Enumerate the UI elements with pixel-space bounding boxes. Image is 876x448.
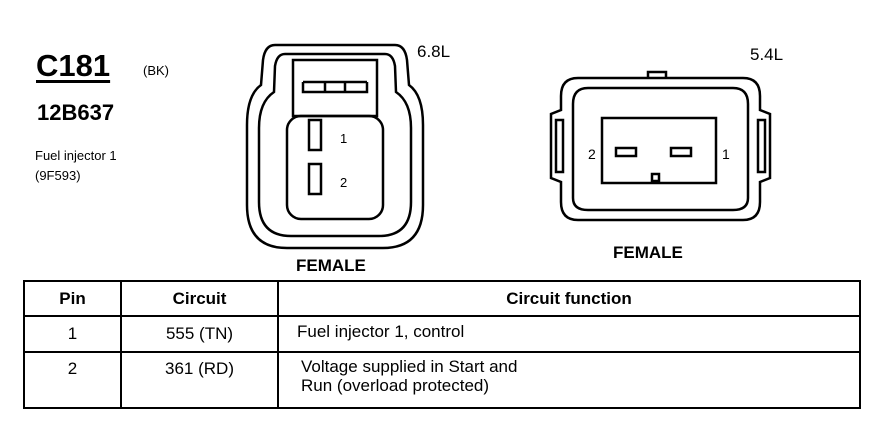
terminal-face: [285, 114, 385, 221]
function-value: Fuel injector 1, control: [297, 322, 465, 341]
terminal-slot-2: [307, 162, 323, 196]
pin-value: 1: [67, 324, 78, 343]
terminal-slot-2: [614, 146, 638, 158]
housing-outer: [549, 76, 772, 222]
terminal-slot-1: [669, 146, 693, 158]
function-cell: Fuel injector 1, control: [277, 315, 861, 353]
connector-description: Fuel injector 1: [35, 148, 117, 163]
engine-label-6-8l: 6.8L: [417, 42, 451, 61]
pin-cell: 1: [23, 315, 122, 353]
header-circuit-function: Circuit function: [277, 280, 861, 317]
header-circuit: Circuit: [120, 280, 279, 317]
pin-label-2: 2: [340, 175, 347, 190]
gender-label-6-8l: FEMALE: [296, 256, 366, 275]
locking-tab: [291, 58, 379, 118]
pin-cell: 2: [23, 351, 122, 409]
pin-label-1: 1: [340, 131, 347, 146]
part-number: 12B637: [37, 100, 115, 125]
gender-label-5-4l: FEMALE: [613, 243, 683, 262]
function-value-line1: Voltage supplied in Start and: [301, 357, 518, 376]
housing-inner: [257, 52, 413, 238]
pin-label-2: 2: [588, 146, 596, 162]
circuit-cell: 361 (RD): [120, 351, 279, 409]
pin-value: 2: [67, 359, 78, 378]
circuit-value: 555 (TN): [165, 324, 234, 343]
circuit-value: 361 (RD): [165, 359, 234, 378]
function-cell: Voltage supplied in Start and Run (overl…: [277, 351, 861, 409]
polarity-notch: [650, 172, 661, 183]
connector-face-6-8l: 1 2: [245, 43, 425, 250]
connector-id: C181: [36, 48, 111, 83]
engine-label-5-4l: 5.4L: [750, 45, 784, 64]
table-row: 1 555 (TN) Fuel injector 1, control: [23, 315, 861, 353]
locking-tab-inner: [301, 82, 369, 94]
pin-circuit-table: Pin Circuit Circuit function 1 555 (TN) …: [23, 280, 861, 409]
function-value-line2: Run (overload protected): [301, 376, 490, 395]
header-pin: Pin: [23, 280, 122, 317]
table-row: 2 361 (RD) Voltage supplied in Start and…: [23, 351, 861, 409]
circuit-cell: 555 (TN): [120, 315, 279, 353]
table-header-row: Pin Circuit Circuit function: [23, 280, 861, 317]
terminal-face: [600, 116, 718, 185]
latch: [646, 70, 668, 78]
connector-color: (BK): [143, 63, 169, 78]
terminal-slot-1: [307, 118, 323, 152]
connector-face-5-4l: 2 1: [549, 70, 772, 222]
component-number: (9F593): [35, 168, 81, 183]
pin-label-1: 1: [722, 146, 730, 162]
housing-outer: [245, 43, 425, 250]
housing-inner: [571, 86, 750, 212]
